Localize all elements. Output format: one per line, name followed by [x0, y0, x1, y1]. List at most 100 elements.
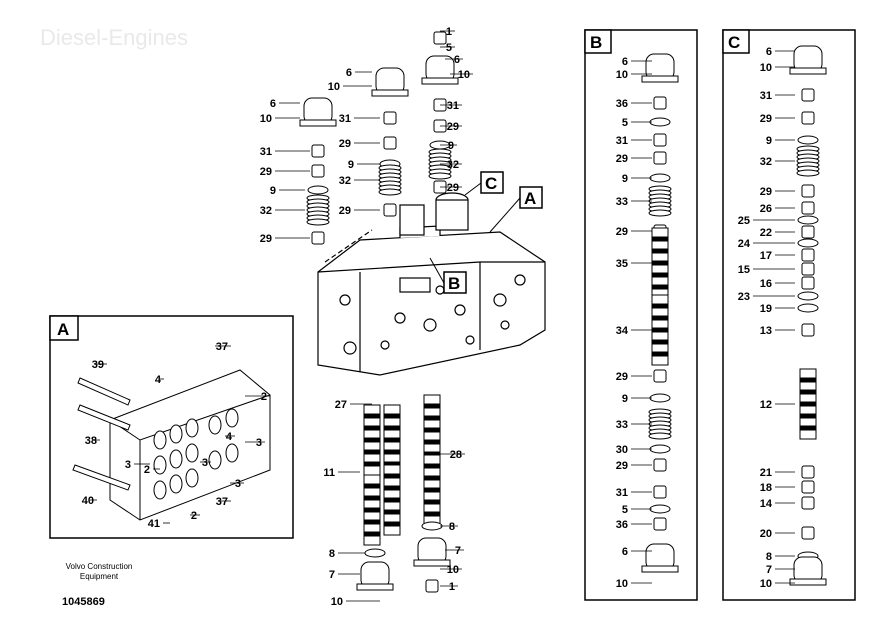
o-ring — [797, 303, 819, 313]
callout-29: 29 — [616, 371, 628, 383]
o-ring — [421, 521, 443, 531]
spool-land — [651, 351, 669, 357]
callout-31: 31 — [339, 113, 351, 125]
part — [433, 31, 447, 45]
callout-34: 34 — [616, 325, 629, 337]
part — [801, 496, 815, 510]
callout-11: 11 — [323, 467, 335, 479]
panel-c-frame: C — [722, 29, 856, 601]
spool-land — [363, 483, 381, 489]
part — [653, 458, 667, 472]
callout-18: 18 — [760, 482, 772, 494]
callout-1: 1 — [449, 581, 455, 593]
part — [801, 276, 815, 290]
callout-10: 10 — [447, 564, 459, 576]
callout-39: 39 — [92, 359, 104, 371]
spool-land — [383, 449, 401, 455]
o-ring — [649, 444, 671, 454]
part — [801, 184, 815, 198]
spool-land — [363, 531, 381, 537]
spool-land — [423, 427, 441, 433]
callout-41: 41 — [148, 518, 160, 530]
callout-10: 10 — [760, 62, 772, 74]
callout-8: 8 — [766, 551, 772, 563]
o-ring — [797, 215, 819, 225]
part — [801, 262, 815, 276]
callout-37: 37 — [216, 496, 228, 508]
spool-land — [799, 377, 817, 383]
callout-5: 5 — [622, 117, 628, 129]
o-ring — [797, 291, 819, 301]
callout-15: 15 — [738, 264, 750, 276]
callout-19: 19 — [760, 303, 772, 315]
spool-land — [651, 315, 669, 321]
callout-10: 10 — [616, 69, 628, 81]
flange — [641, 75, 679, 83]
part — [653, 485, 667, 499]
spool-land — [651, 248, 669, 254]
spool-land — [651, 327, 669, 333]
callout-20: 20 — [760, 528, 772, 540]
callout-8: 8 — [329, 548, 335, 560]
spring-coil — [428, 172, 452, 180]
part — [801, 465, 815, 479]
spring-coil — [306, 218, 330, 226]
company-name: Volvo Construction Equipment — [65, 562, 133, 581]
spring-coil — [378, 188, 402, 196]
callout-4: 4 — [226, 431, 233, 443]
callout-10: 10 — [760, 578, 772, 590]
part — [801, 201, 815, 215]
spool-land — [423, 511, 441, 517]
callout-10: 10 — [458, 69, 470, 81]
part — [311, 231, 325, 245]
callout-6: 6 — [346, 67, 352, 79]
drawing-number: 1045869 — [62, 596, 105, 608]
part — [653, 151, 667, 165]
flange — [789, 578, 827, 586]
part — [653, 369, 667, 383]
spool-land — [363, 437, 381, 443]
inset-a-title: A — [57, 320, 69, 339]
callout-10: 10 — [260, 113, 272, 125]
flange — [299, 119, 337, 127]
callout-3: 3 — [125, 459, 131, 471]
callout-24: 24 — [738, 238, 751, 250]
callout-29: 29 — [339, 138, 351, 150]
callout-31: 31 — [447, 100, 459, 112]
callout-31: 31 — [616, 487, 628, 499]
callout-9: 9 — [448, 140, 454, 152]
spool-land — [363, 507, 381, 513]
part — [311, 144, 325, 158]
o-ring — [649, 173, 671, 183]
part — [311, 164, 325, 178]
spool-land — [363, 461, 381, 467]
section-marker-b: B — [448, 274, 460, 293]
callout-21: 21 — [760, 467, 772, 479]
callout-28: 28 — [450, 449, 462, 461]
part — [801, 111, 815, 125]
section-markers: C A B — [429, 171, 543, 294]
callout-26: 26 — [760, 203, 772, 215]
spool-land — [363, 495, 381, 501]
callout-2: 2 — [144, 464, 150, 476]
spool-land — [383, 473, 401, 479]
callout-9: 9 — [766, 135, 772, 147]
callout-29: 29 — [616, 226, 628, 238]
callout-14: 14 — [760, 498, 773, 510]
spool-land — [651, 260, 669, 266]
spring-coil — [648, 209, 672, 217]
callout-36: 36 — [616, 519, 628, 531]
spool-land — [651, 236, 669, 242]
spool-land — [383, 497, 401, 503]
callout-40: 40 — [82, 495, 94, 507]
spool-land — [363, 425, 381, 431]
callout-12: 12 — [760, 399, 772, 411]
callout-29: 29 — [616, 460, 628, 472]
spool-land — [651, 303, 669, 309]
callout-3: 3 — [256, 437, 262, 449]
spring-coil — [796, 169, 820, 177]
spool-land — [383, 437, 401, 443]
callout-7: 7 — [329, 569, 335, 581]
part-shapes — [299, 31, 827, 593]
callout-31: 31 — [260, 146, 272, 158]
